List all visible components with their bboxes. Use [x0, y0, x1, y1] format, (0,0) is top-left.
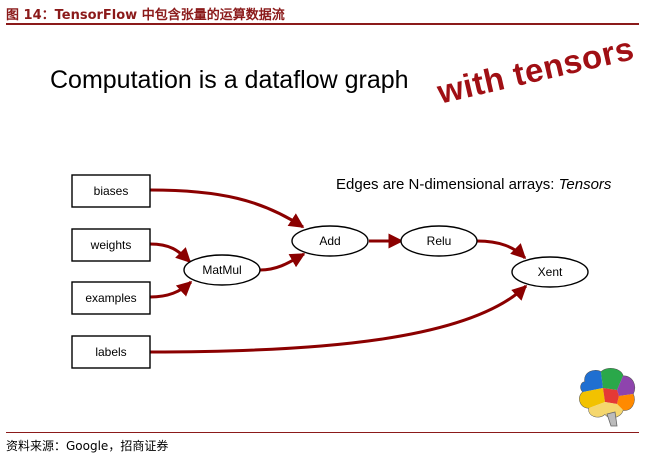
input-box	[71, 281, 151, 315]
input-biases: biases	[71, 174, 151, 208]
input-box	[71, 174, 151, 208]
op-ellipse	[183, 254, 261, 286]
edge-examples-matmul	[149, 280, 193, 299]
input-label: biases	[94, 184, 129, 198]
source-rule	[6, 432, 639, 433]
edge-labels-xent	[149, 284, 528, 354]
op-matmul: MatMul	[183, 254, 261, 286]
edge-note-term: Tensors	[558, 176, 612, 193]
op-label: Add	[319, 234, 340, 248]
edge-matmul-add	[259, 252, 306, 272]
edge-note: Edges are N-dimensional arrays: Tensors	[336, 176, 611, 193]
input-box	[71, 228, 151, 262]
op-relu: Relu	[400, 225, 478, 257]
op-add: Add	[291, 225, 369, 257]
op-ellipse	[400, 225, 478, 257]
op-ellipse	[511, 256, 589, 288]
edge-relu-xent	[476, 239, 527, 260]
edge-note-prefix: Edges are N-dimensional arrays:	[336, 176, 559, 193]
op-label: Relu	[427, 234, 452, 248]
input-labels: labels	[71, 335, 151, 369]
input-box	[71, 335, 151, 369]
brain-icon	[579, 368, 636, 427]
op-xent: Xent	[511, 256, 589, 288]
caption-rule	[6, 23, 639, 25]
edge-weights-matmul	[149, 242, 192, 264]
input-examples: examples	[71, 281, 151, 315]
slide-title: Computation is a dataflow graph	[50, 66, 409, 94]
edge-group	[149, 188, 528, 354]
input-label: labels	[95, 345, 126, 359]
edge-biases-add	[149, 188, 305, 229]
figure-caption: 图 14：TensorFlow 中包含张量的运算数据流	[6, 8, 285, 23]
op-label: MatMul	[202, 263, 241, 277]
input-label: weights	[90, 238, 132, 252]
source-note: 资料来源：Google，招商证券	[6, 439, 169, 453]
input-weights: weights	[71, 228, 151, 262]
op-ellipse	[291, 225, 369, 257]
op-label: Xent	[538, 265, 563, 279]
input-label: examples	[85, 291, 136, 305]
